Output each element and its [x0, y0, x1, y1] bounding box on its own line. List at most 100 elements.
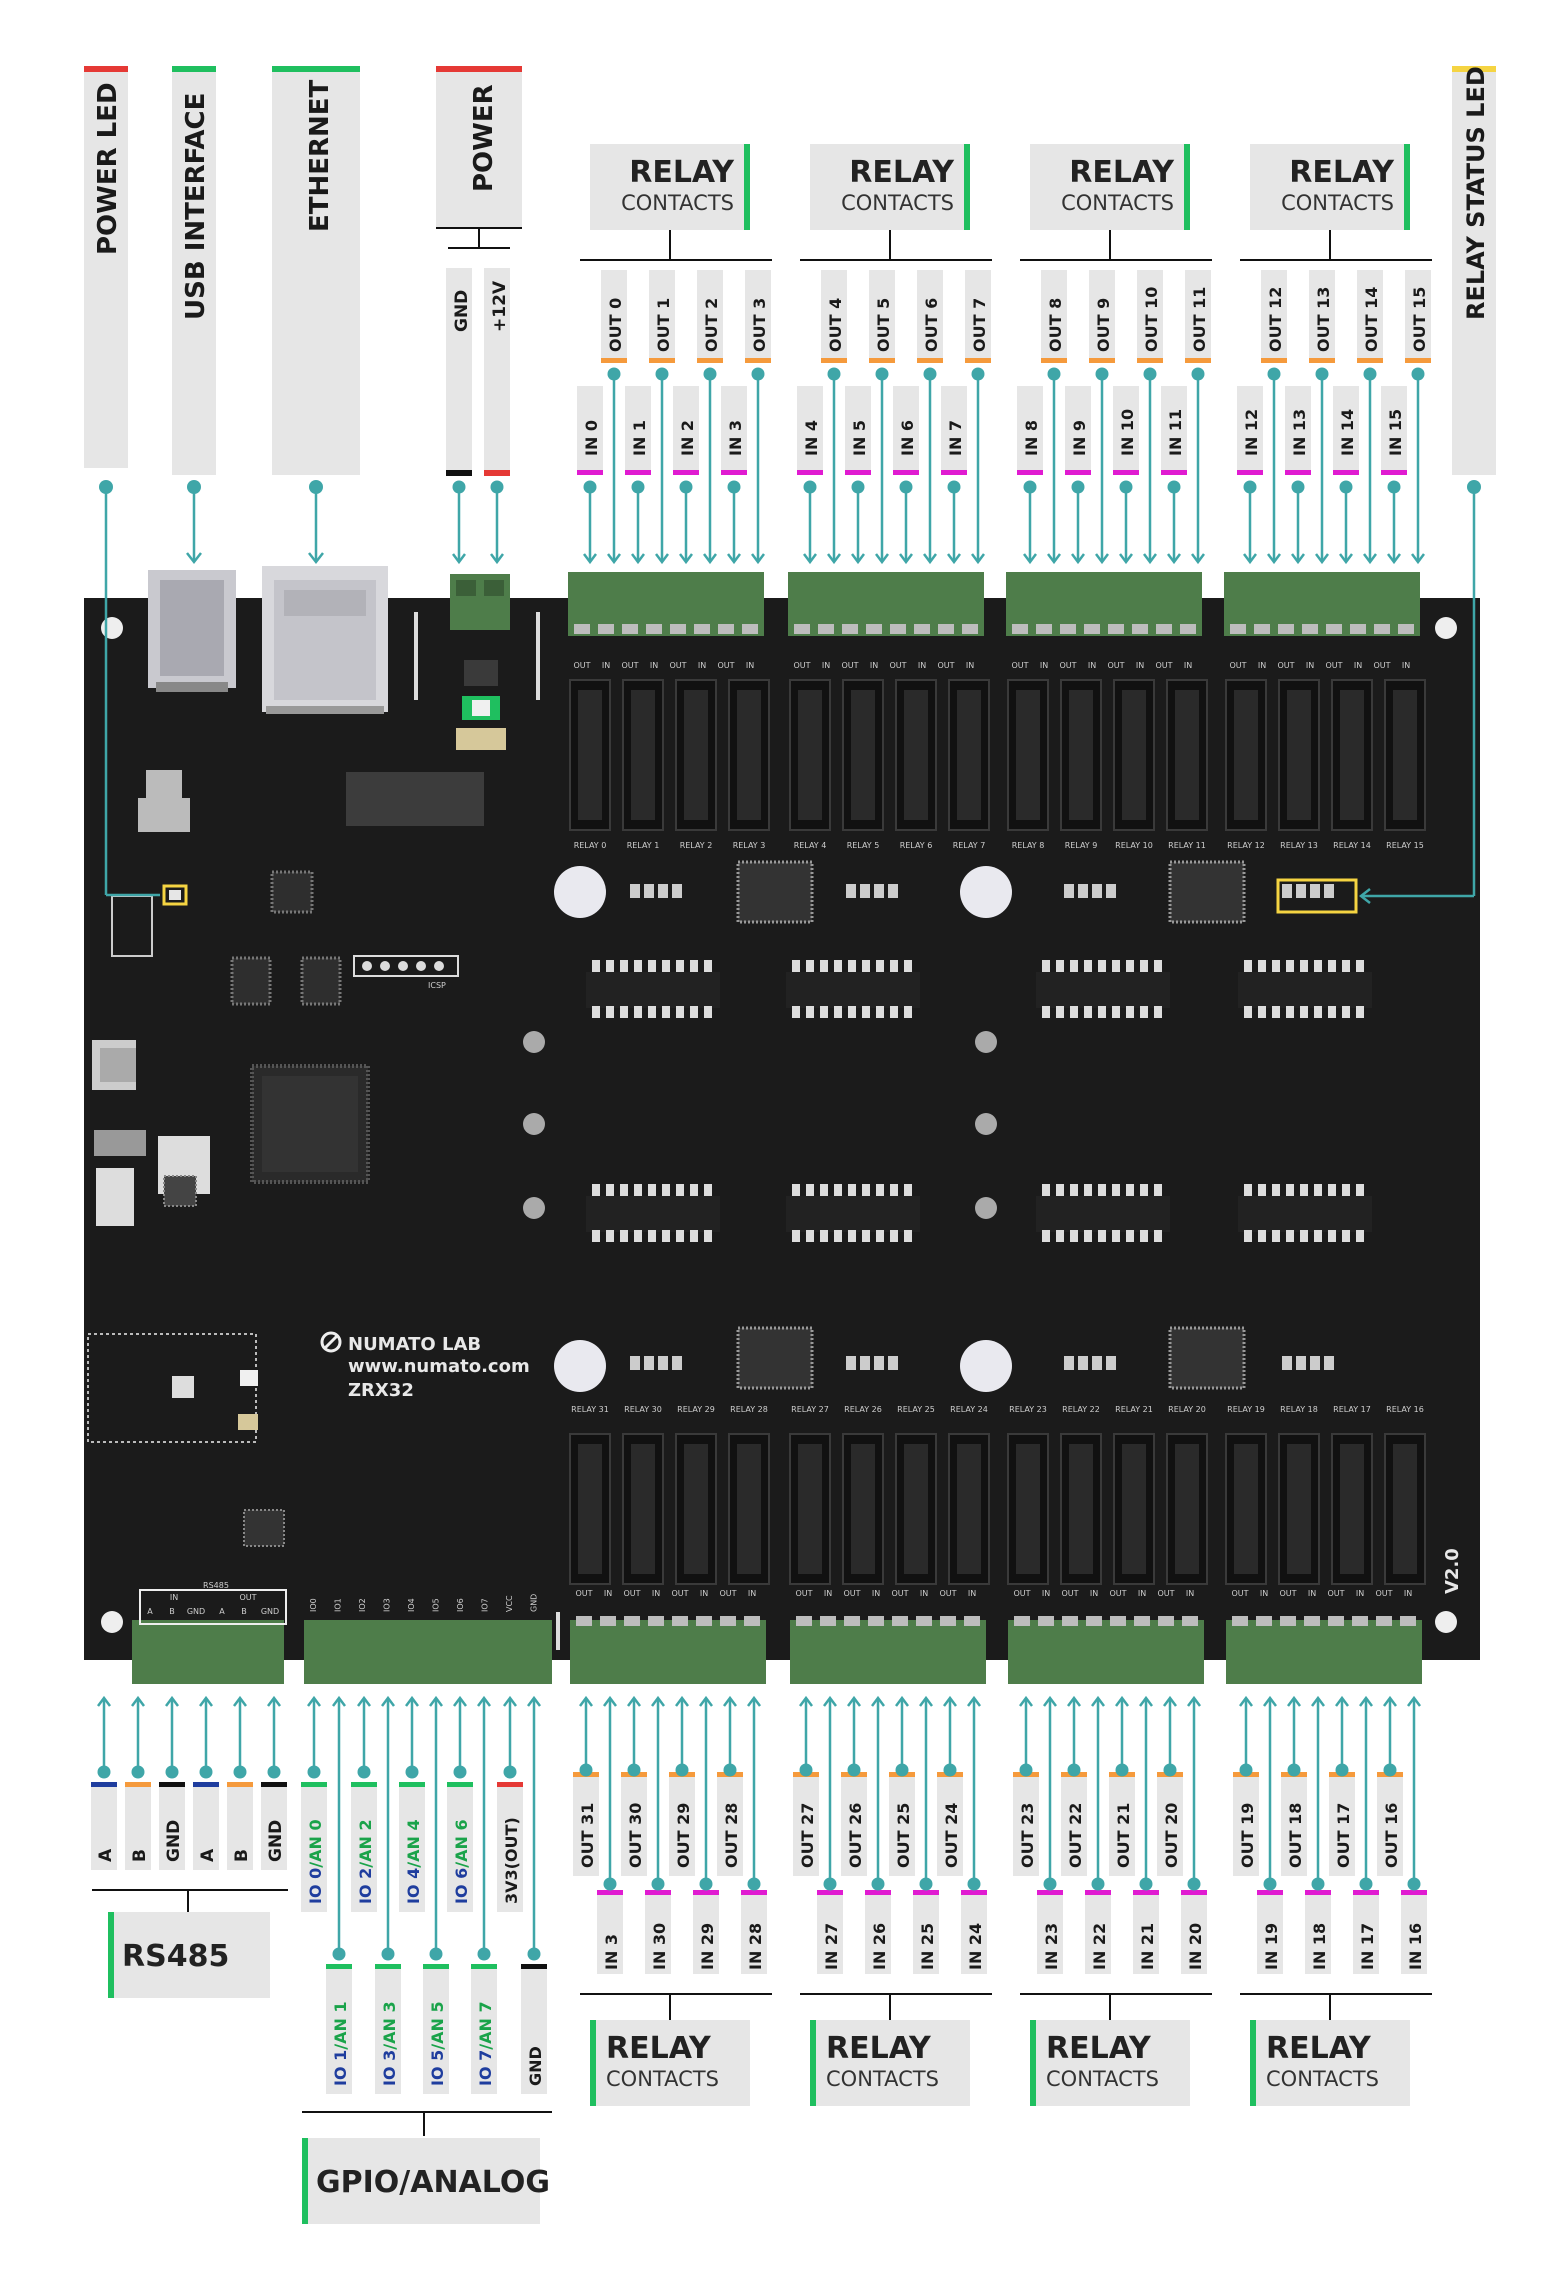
- relay-top-0: RELAY 0: [569, 679, 611, 850]
- wire-dot: [823, 1877, 837, 1891]
- in-pin-tag: [741, 1890, 767, 1974]
- terminal-silk: OUT: [623, 1589, 640, 1598]
- via-pad: [523, 1113, 545, 1135]
- wire-arrow: [583, 553, 597, 565]
- wire-arrow: [1339, 553, 1353, 565]
- gpio-title: GPIO/ANALOG: [316, 2165, 550, 2200]
- relay-silk: RELAY 27: [791, 1405, 829, 1414]
- in-pin-tag: [1085, 1890, 1111, 1974]
- terminal-silk: OUT: [891, 1589, 908, 1598]
- out-pin-label: OUT 6: [922, 298, 941, 352]
- relay-silk: RELAY 22: [1062, 1405, 1100, 1414]
- in-pin-label: IN 15: [1386, 409, 1405, 456]
- out-pin-tag: [841, 1772, 867, 1876]
- out-pin-label: OUT 10: [1142, 287, 1161, 352]
- in-pin-tag: [1017, 386, 1043, 474]
- out-pin-tag: [1041, 270, 1067, 360]
- terminal-silk: IN: [1306, 661, 1314, 670]
- smd-ic: [736, 1326, 814, 1390]
- terminal-silk: IN: [1090, 1589, 1098, 1598]
- out-pin-label: OUT 1: [654, 298, 673, 352]
- out-pin-label: OUT 20: [1162, 1803, 1181, 1868]
- relay-silk: RELAY 17: [1333, 1405, 1371, 1414]
- wire-dot: [1187, 1877, 1201, 1891]
- usb-interface-text: USB INTERFACE: [181, 93, 211, 320]
- in-pin-tag: [845, 386, 871, 474]
- terminal-silk: IN: [1088, 661, 1096, 670]
- in-pin-tag: [941, 386, 967, 474]
- relay-bottom-13: RELAY 18: [1278, 1405, 1320, 1585]
- relay-top-14: RELAY 14: [1331, 679, 1373, 850]
- in-pin-tag: [1305, 1890, 1331, 1974]
- ethernet-jack: [262, 566, 388, 714]
- gpio-pin-label: IO 7/AN 7: [476, 2001, 495, 2086]
- wire-arrow: [751, 553, 765, 565]
- wire-dot: [1287, 1763, 1301, 1777]
- relay-top-12: RELAY 12: [1225, 679, 1267, 850]
- out-pin-label: OUT 9: [1094, 298, 1113, 352]
- in-pin-tag: [865, 1890, 891, 1974]
- terminal-silk: IN: [918, 661, 926, 670]
- out-pin-label: OUT 2: [702, 298, 721, 352]
- terminal-silk: OUT: [1229, 661, 1246, 670]
- relay-top-13: RELAY 13: [1278, 679, 1320, 850]
- power-pin-label: +12V: [490, 280, 510, 332]
- terminal-silk: IN: [698, 661, 706, 670]
- terminal-silk: IN: [1186, 1589, 1194, 1598]
- terminal-silk: OUT: [1375, 1589, 1392, 1598]
- relay-silk: RELAY 16: [1386, 1405, 1424, 1414]
- gpio-pin-label: IO 0/AN 0: [306, 1819, 325, 1904]
- terminal-silk: IN: [1308, 1589, 1316, 1598]
- power-pin-label: GND: [452, 290, 472, 332]
- board-model: ZRX32: [348, 1380, 414, 1401]
- wire-arrow: [1191, 553, 1205, 565]
- wire-dot: [1263, 1877, 1277, 1891]
- wire-dot: [919, 1877, 933, 1891]
- relay-bottom-6: RELAY 25: [895, 1405, 937, 1585]
- gpio-pin-tag: [447, 1782, 473, 1912]
- out-pin-tag: [745, 270, 771, 360]
- relay-top-15: RELAY 15: [1384, 679, 1426, 850]
- wire-dot: [603, 1877, 617, 1891]
- rs485-pin-tag: [193, 1782, 219, 1870]
- in-pin-tag: [1381, 386, 1407, 474]
- capacitor: [960, 866, 1012, 918]
- wire-dot: [1359, 1877, 1373, 1891]
- wire-arrow: [1143, 553, 1157, 565]
- wire-dot: [429, 1947, 443, 1961]
- relay-box-title: RELAY: [1289, 155, 1395, 190]
- out-pin-tag: [1061, 1772, 1087, 1876]
- wire-arrow: [827, 553, 841, 565]
- terminal-silk: IN: [1258, 661, 1266, 670]
- gpio-io-name: IO 4: [404, 1868, 423, 1904]
- rs485-pin-label: A: [198, 1848, 218, 1862]
- in-pin-label: IN 21: [1138, 1923, 1157, 1970]
- terminal-silk: OUT: [621, 661, 638, 670]
- terminal-silk: IN: [822, 661, 830, 670]
- wire-dot: [267, 1765, 281, 1779]
- wire-arrow: [1095, 553, 1109, 565]
- relay-silk: RELAY 28: [730, 1405, 768, 1414]
- terminal-silk: OUT: [575, 1589, 592, 1598]
- in-pin-label: IN 5: [850, 420, 869, 456]
- relay-silk: RELAY 13: [1280, 841, 1318, 850]
- power-led-label: POWER LED: [84, 66, 128, 476]
- relay-status-led-label: RELAY STATUS LED: [1452, 66, 1496, 475]
- rs485-silk-pin: A: [219, 1607, 225, 1616]
- icsp-header: ICSP: [353, 955, 459, 990]
- out-pin-label: OUT 23: [1018, 1803, 1037, 1868]
- usb-connector: [148, 570, 236, 692]
- gpio-io-name: IO 3: [380, 2050, 399, 2086]
- relay-top-4: RELAY 4: [789, 679, 831, 850]
- wire-dot: [307, 1765, 321, 1779]
- gpio-pin-tag: [399, 1782, 425, 1912]
- relay-box-subtitle: CONTACTS: [606, 2067, 719, 2091]
- relay-box-subtitle: CONTACTS: [1061, 191, 1174, 215]
- relay-box-title: RELAY: [606, 2031, 712, 2066]
- out-pin-label: OUT 7: [970, 298, 989, 352]
